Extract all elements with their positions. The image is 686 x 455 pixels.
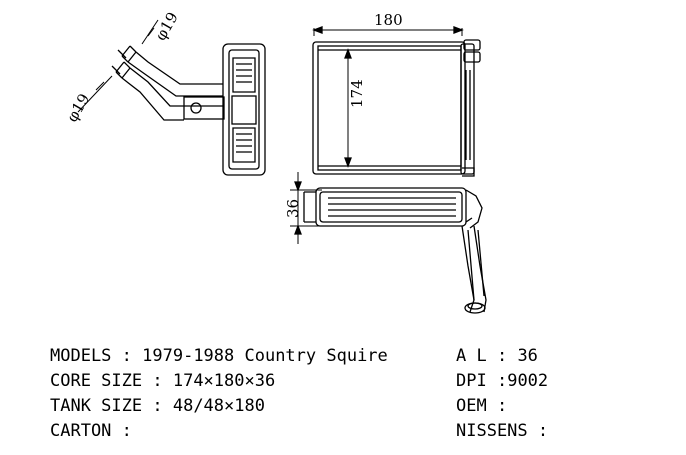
top-view [290, 172, 487, 314]
spec-label: CARTON [50, 421, 112, 441]
pipe-lower-dimension: φ19 [63, 90, 93, 125]
spec-separator: : [486, 371, 508, 391]
spec-value: 9002 [507, 371, 549, 391]
spec-separator: : [142, 396, 173, 416]
specs-left-column: MODELS : 1979-1988 Country Squire CORE S… [50, 344, 388, 444]
spec-row-tank-size: TANK SIZE : 48/48×180 [50, 394, 388, 419]
spec-value: 1979-1988 Country Squire [142, 346, 388, 366]
side-view [77, 19, 266, 176]
depth-dimension: 36 [284, 199, 302, 218]
spec-separator: : [486, 346, 518, 366]
spec-row-dpi: DPI :9002 [456, 369, 548, 394]
spec-row-oem: OEM : [456, 394, 548, 419]
spec-separator: : [111, 421, 132, 441]
spec-row-carton: CARTON : [50, 419, 388, 444]
spec-label: A L [456, 346, 487, 366]
width-dimension: 180 [374, 11, 403, 29]
front-view [312, 26, 481, 177]
spec-label: NISSENS [456, 421, 528, 441]
spec-separator: : [142, 371, 173, 391]
spec-label: TANK SIZE [50, 396, 143, 416]
spec-value: 48/48×180 [172, 396, 265, 416]
spec-label: CORE SIZE [50, 371, 143, 391]
spec-value: 174×180×36 [172, 371, 276, 391]
spec-value: 36 [517, 346, 538, 366]
spec-separator: : [527, 421, 549, 441]
spec-label: DPI [456, 371, 487, 391]
spec-row-nissens: NISSENS : [456, 419, 548, 444]
spec-separator: : [486, 396, 508, 416]
spec-row-al: A L : 36 [456, 344, 548, 369]
specs-right-column: A L : 36 DPI :9002 OEM : NISSENS : [456, 344, 548, 444]
technical-drawing: φ19 φ19 180 174 [63, 9, 487, 314]
spec-separator: : [111, 346, 143, 366]
pipe-upper-dimension: φ19 [152, 9, 182, 44]
spec-row-core-size: CORE SIZE : 174×180×36 [50, 369, 388, 394]
height-dimension: 174 [348, 79, 366, 108]
spec-label: OEM [456, 396, 487, 416]
spec-row-models: MODELS : 1979-1988 Country Squire [50, 344, 388, 369]
spec-label: MODELS [50, 346, 112, 366]
